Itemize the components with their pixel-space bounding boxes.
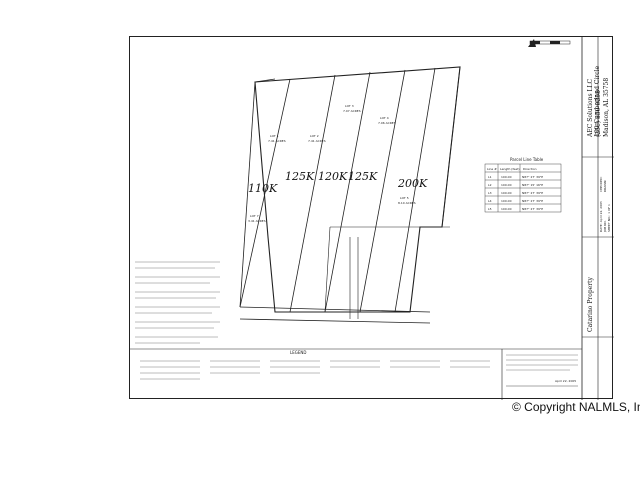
company-block: AEC Solutions LLC 100 Cumberland Circle — [587, 65, 601, 138]
table-cell: 100.00 — [501, 175, 512, 179]
table-cell: N87° 15' 16"E — [522, 183, 543, 187]
project-name: Catarino Property — [587, 276, 594, 332]
lot-2-area: 7.41 ACRES — [308, 139, 326, 143]
lot-4-area: 7.06 ACRES — [378, 121, 396, 125]
lot-5-area: 8.10 ACRES — [398, 201, 416, 205]
table-cell: N87° 27' 39"E — [522, 199, 543, 203]
handwritten-price-lot4: 125K — [348, 170, 378, 183]
handwritten-price-lot2: 125K — [285, 170, 315, 183]
date-signed: April 22, 2005 — [555, 379, 576, 383]
job-sheet: SHEET NO.: 1 OF 1 — [607, 204, 611, 232]
handwritten-price-lot5: 200K — [397, 177, 428, 190]
table-cell: N87° 27' 39"E — [522, 207, 543, 211]
job-checked: CHECKED: — [599, 176, 603, 192]
table-cell: L2 — [488, 183, 492, 187]
table-header-line: Line # — [487, 167, 497, 171]
table-cell: L4 — [488, 199, 492, 203]
company-block-2: Madison, AL 35758 (256) 850-0258 — [595, 78, 610, 137]
job-drawn: DRAWN: — [603, 180, 607, 192]
lot-4-label: LOT 4 — [380, 116, 389, 120]
job-no: JOB NO. — [603, 220, 607, 233]
handwritten-price-lot1: 110K — [248, 182, 278, 195]
legend: LEGEND April 22, 2005 — [130, 348, 582, 400]
notes-block — [135, 261, 220, 344]
lot-7-area: 3.41 ACRES — [248, 219, 266, 223]
table-cell: N87° 27' 39"E — [522, 175, 543, 179]
job-info: JOB NO. DATE: April 22, 2005 DRAWN: CHEC… — [599, 176, 611, 233]
table-title: Parcel Line Table — [510, 157, 544, 162]
lot-5-label: LOT 5 — [400, 196, 409, 200]
company-name: AEC Solutions LLC — [587, 79, 594, 138]
table-cell: L1 — [488, 175, 492, 179]
table-cell: N87° 27' 39"E — [522, 191, 543, 195]
lot-2-label: LOT 2 — [310, 134, 319, 138]
company-phone: (256) 850-0258 — [595, 90, 602, 137]
table-header-direction: Direction — [523, 167, 537, 171]
table-header-length: Length (feet) — [500, 167, 520, 171]
lot-7-label: LOT 7 — [250, 214, 259, 218]
lot-3-area: 7.07 ACRES — [343, 109, 361, 113]
job-date: DATE: April 22, 2005 — [599, 201, 603, 232]
lot-1-label: LOT 1 — [270, 134, 279, 138]
company-address: 100 Cumberland Circle — [594, 65, 601, 137]
table-cell: 100.00 — [501, 199, 512, 203]
legend-title: LEGEND — [290, 350, 306, 355]
parcel-line-table: Parcel Line Table Line # Length (feet) D… — [484, 157, 562, 213]
table-cell: L3 — [488, 191, 492, 195]
table-cell: L5 — [488, 207, 492, 211]
property-boundary — [239, 66, 461, 324]
project-block: Catarino Property — [587, 276, 594, 332]
plat-sheet: Parcel Line Table Line # Length (feet) D… — [129, 36, 614, 400]
lot-3-label: LOT 3 — [345, 104, 354, 108]
table-cell: 100.00 — [501, 191, 512, 195]
lot-1-area: 7.41 ACRES — [268, 139, 286, 143]
copyright-notice: © Copyright NALMLS, Inc.® — [512, 400, 640, 414]
scale-bar — [528, 39, 571, 47]
company-city: Madison, AL 35758 — [603, 78, 610, 137]
table-cell: 100.00 — [501, 207, 512, 211]
handwritten-price-lot3: 120K — [318, 170, 348, 183]
plat-drawing: Parcel Line Table Line # Length (feet) D… — [130, 37, 614, 400]
table-cell: 100.00 — [501, 183, 512, 187]
